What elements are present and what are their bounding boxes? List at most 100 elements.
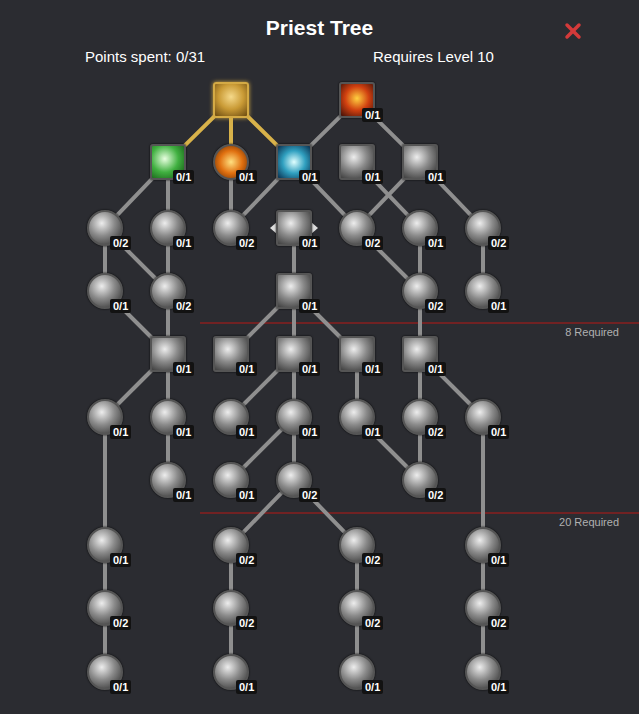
talent-link — [481, 626, 485, 654]
rank-badge: 0/1 — [173, 488, 194, 502]
talent-link — [118, 367, 156, 405]
talent-icon: 0/1 — [339, 654, 375, 690]
talent-link — [307, 113, 344, 150]
talent-icon: 0/1 — [276, 210, 312, 246]
tier-line — [200, 512, 639, 514]
rank-badge: 0/1 — [236, 425, 257, 439]
talent-icon: 0/2 — [339, 590, 375, 626]
rank-badge: 0/2 — [425, 425, 446, 439]
talent-icon: 0/1 — [339, 144, 375, 180]
rank-badge: 0/1 — [362, 425, 383, 439]
rank-badge: 0/1 — [236, 680, 257, 694]
rank-badge: 0/1 — [299, 425, 320, 439]
talent-link — [181, 113, 218, 150]
talent-link — [103, 626, 107, 654]
talent-icon: 0/1 — [339, 399, 375, 435]
talent-icon: 0/1 — [276, 399, 312, 435]
talent-icon: 0/1 — [276, 273, 312, 309]
talent-link — [418, 372, 422, 399]
rank-badge: 0/1 — [110, 425, 131, 439]
talent-link — [418, 246, 422, 273]
rank-badge: 0/1 — [173, 362, 194, 376]
talent-icon: 0/1 — [465, 399, 501, 435]
rank-badge: 0/1 — [236, 170, 257, 184]
talent-link — [481, 246, 485, 273]
talent-icon: 0/1 — [87, 654, 123, 690]
talent-icon: 0/2 — [276, 462, 312, 498]
talent-icon: 0/1 — [213, 399, 249, 435]
talent-icon: 0/1 — [150, 210, 186, 246]
rank-badge: 0/2 — [425, 299, 446, 313]
talent-icon: 0/1 — [87, 399, 123, 435]
rank-badge: 0/1 — [173, 236, 194, 250]
talent-icon: 0/2 — [213, 527, 249, 563]
close-icon — [567, 25, 579, 37]
talent-link — [355, 626, 359, 654]
rank-badge: 0/2 — [173, 299, 194, 313]
talent-link — [244, 304, 282, 342]
talent-icon: 0/1 — [213, 144, 249, 180]
talent-icon: 0/1 — [87, 527, 123, 563]
talent-link — [103, 435, 107, 527]
rank-badge: 0/1 — [299, 236, 320, 250]
rank-badge: 0/1 — [299, 170, 320, 184]
tier-requirement: 8 Required — [565, 326, 619, 338]
talent-link — [292, 246, 296, 273]
talent-icon: 0/1 — [276, 144, 312, 180]
talent-link — [244, 113, 281, 150]
talent-link — [418, 309, 422, 336]
talent-icon: 0/1 — [150, 462, 186, 498]
talent-link — [166, 246, 170, 273]
talent-icon: 0/1 — [339, 336, 375, 372]
talent-link — [229, 118, 233, 144]
rank-badge: 0/2 — [236, 616, 257, 630]
rank-badge: 0/1 — [110, 299, 131, 313]
rank-badge: 0/1 — [425, 170, 446, 184]
rank-badge: 0/2 — [362, 236, 383, 250]
rank-badge: 0/2 — [110, 616, 131, 630]
rank-badge: 0/2 — [362, 553, 383, 567]
talent-link — [229, 180, 233, 210]
talent-icon: 0/2 — [339, 210, 375, 246]
rank-badge: 0/1 — [110, 680, 131, 694]
talent-link — [229, 563, 233, 590]
talent-icon: 0/2 — [402, 462, 438, 498]
rank-badge: 0/1 — [488, 299, 509, 313]
talent-icon: 0/2 — [213, 210, 249, 246]
rank-badge: 0/2 — [110, 236, 131, 250]
rank-badge: 0/1 — [488, 553, 509, 567]
talent-link — [418, 435, 422, 462]
rank-badge: 0/2 — [362, 616, 383, 630]
talent-icon: 0/1 — [150, 336, 186, 372]
tier-requirement: 20 Required — [559, 516, 619, 528]
rank-badge: 0/2 — [236, 553, 257, 567]
rank-badge: 0/2 — [425, 488, 446, 502]
talent-icon: 0/1 — [339, 82, 375, 118]
talent-icon: 0/1 — [150, 144, 186, 180]
talent-icon: 0/1 — [402, 210, 438, 246]
rank-badge: 0/1 — [425, 236, 446, 250]
talent-icon: 0/2 — [87, 590, 123, 626]
rank-badge: 0/2 — [488, 236, 509, 250]
rank-badge: 0/1 — [236, 488, 257, 502]
talent-link — [166, 435, 170, 462]
talent-icon: 0/1 — [402, 144, 438, 180]
talent-link — [166, 180, 170, 210]
rank-badge: 0/1 — [362, 680, 383, 694]
talent-icon: 0/1 — [465, 273, 501, 309]
talent-icon: 0/2 — [150, 273, 186, 309]
tree-title: Priest Tree — [0, 16, 639, 40]
rank-badge: 0/1 — [362, 108, 383, 122]
rank-badge: 0/1 — [110, 553, 131, 567]
talent-link — [166, 309, 170, 336]
talent-icon: 0/1 — [402, 336, 438, 372]
talent-icon — [213, 82, 249, 118]
talent-link — [103, 563, 107, 590]
rank-badge: 0/1 — [299, 299, 320, 313]
talent-icon: 0/1 — [276, 336, 312, 372]
talent-icon: 0/1 — [465, 527, 501, 563]
talent-link — [355, 372, 359, 399]
talent-link — [292, 309, 296, 336]
talent-link — [103, 246, 107, 273]
